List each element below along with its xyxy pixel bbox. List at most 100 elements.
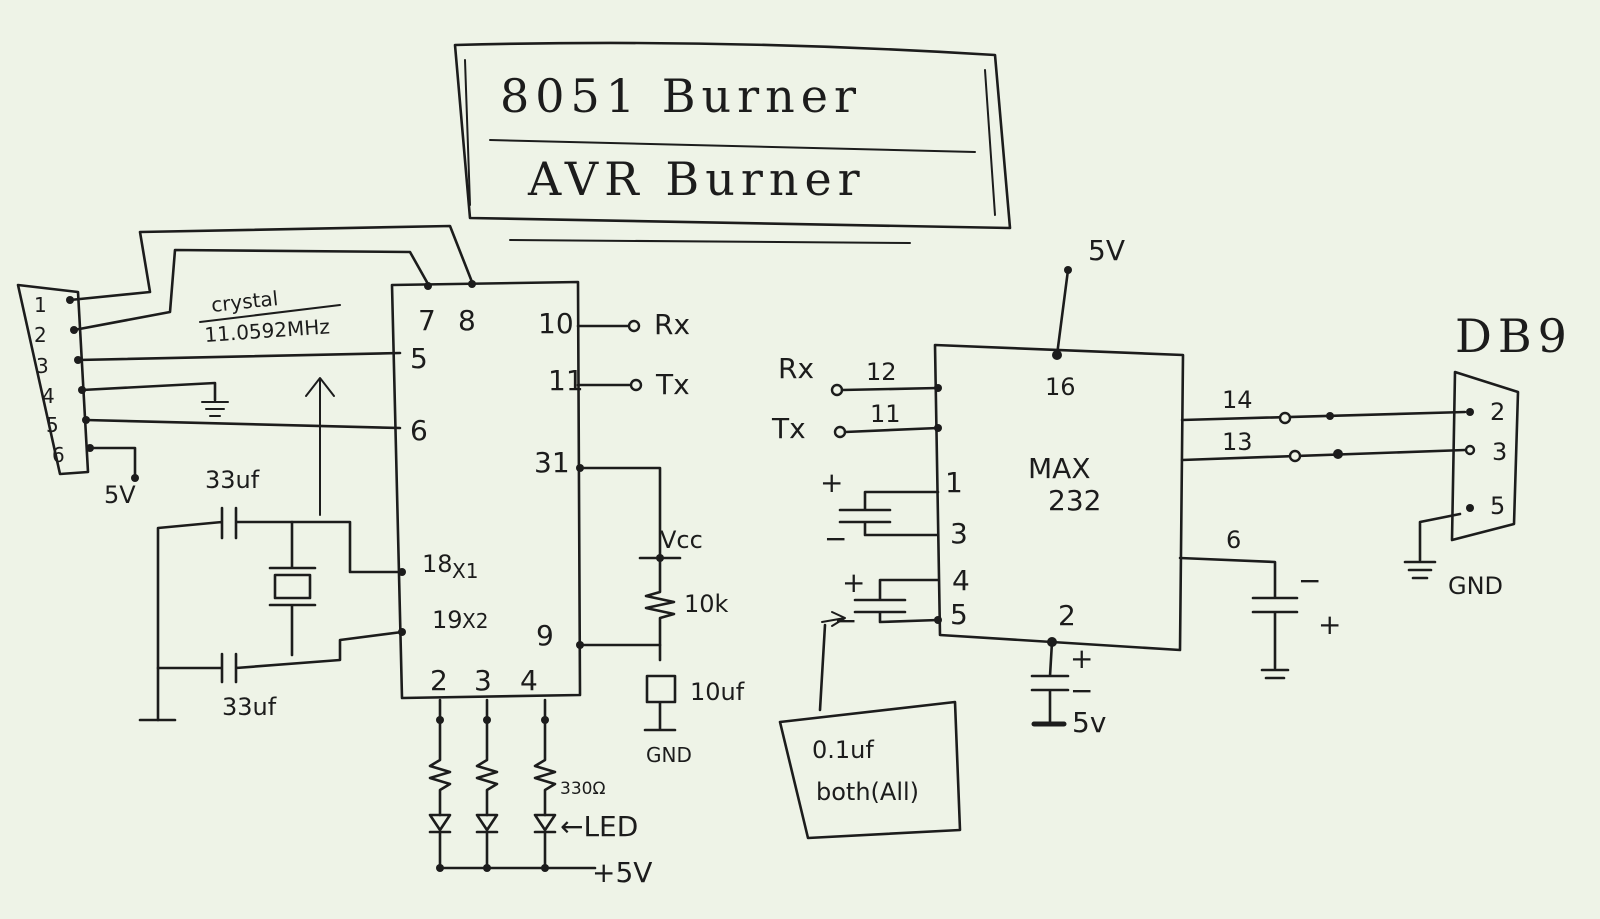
header-outline — [16, 283, 90, 476]
reset-capacitor — [643, 674, 677, 732]
max232-name-line1: MAX — [1028, 452, 1091, 485]
mcu-tx-terminal — [629, 378, 643, 392]
max232-tx-terminal — [833, 425, 847, 439]
mcu-pin8-dot — [468, 280, 476, 288]
max232-cap-pin6-plus: + — [1318, 608, 1341, 641]
mcu-pin-9: 9 — [536, 619, 554, 652]
led2-diode — [475, 813, 499, 870]
led3-bottom-dot — [541, 864, 549, 872]
mcu-pin-7: 7 — [418, 304, 436, 337]
max232-pin-5: 5 — [950, 598, 968, 631]
wire-pin31-to-vcc — [578, 466, 662, 557]
max232-pin-13: 13 — [1222, 428, 1253, 456]
crystal-circuit: crystal 11.0592MHz 33uf 33uf — [138, 286, 406, 722]
title-line-2: AVR Burner — [527, 152, 866, 206]
led-indicators: 330Ω ←LED +5V — [428, 698, 652, 889]
reset-circuit: Vcc 10k 10uf GND — [576, 464, 745, 767]
header-pin-2: 2 — [34, 323, 47, 347]
max232-c2-arrow — [821, 611, 846, 627]
max232-name-line2: 232 — [1048, 484, 1101, 517]
crystal-symbol — [268, 520, 317, 657]
header-pin-3: 3 — [36, 354, 49, 378]
title-frame-outer — [453, 41, 1012, 230]
db9-name: DB9 — [1455, 309, 1573, 363]
serial-lines: 14 13 — [1180, 386, 1467, 463]
mcu-pin19-dot — [398, 628, 406, 636]
max232-c1-minus: − — [824, 522, 847, 555]
header-5v-dot — [131, 474, 139, 482]
max232-body — [933, 343, 1185, 652]
programming-header: 1 2 3 4 5 6 5V — [16, 224, 474, 509]
crystal-pointer-arrow — [305, 377, 335, 516]
wire-pin14-to-db9-2 — [1180, 410, 1467, 422]
mcu-pin18-dot — [398, 568, 406, 576]
crystal-cap-top — [156, 506, 404, 722]
led3-diode — [533, 813, 557, 870]
mcu-pin-2: 2 — [430, 664, 448, 697]
mcu-rx-terminal — [627, 319, 641, 333]
reset-capacitor-label: 10uf — [690, 678, 745, 706]
reset-gnd-label: GND — [646, 743, 692, 767]
led3-resistor — [533, 698, 557, 817]
db9-ground-wire — [1403, 512, 1462, 580]
max232-cap-pin6 — [1178, 556, 1299, 680]
wire-pin13-to-db9-3 — [1180, 448, 1467, 462]
led-resistor-label: 330Ω — [560, 779, 605, 799]
mcu-pin-6: 6 — [410, 414, 428, 447]
title-divider — [489, 139, 976, 153]
max232-cap-pin6-minus: − — [1298, 564, 1321, 597]
header-pin-5: 5 — [46, 413, 59, 437]
max232-cap-c2 — [853, 578, 940, 624]
wire-max232-pin12 — [840, 386, 940, 392]
db9-pin-2: 2 — [1490, 398, 1505, 426]
max232-tx-label: Tx — [771, 412, 806, 445]
max232: MAX 232 5V 16 Rx 12 Tx 11 1 3 + − 4 5 + … — [771, 234, 1341, 840]
wire-header5-to-mcu6 — [84, 418, 402, 430]
wire-header3-to-mcu5 — [76, 351, 402, 362]
mcu-pin-8: 8 — [458, 304, 476, 337]
title-frame-inner-left — [464, 59, 471, 206]
capacitor-note-line1: 0.1uf — [812, 736, 874, 764]
wire-max232-pin11 — [843, 426, 940, 434]
crystal-cap-bottom-label: 33uf — [222, 693, 277, 721]
pin13-terminal — [1288, 449, 1302, 463]
max232-c2-minus: − — [834, 604, 857, 637]
led1-diode — [428, 813, 452, 870]
title-line-1: 8051 Burner — [500, 69, 862, 123]
crystal-cap-top-label: 33uf — [205, 466, 260, 494]
max232-cap-c1 — [838, 490, 940, 537]
max232-pin-1: 1 — [945, 466, 963, 499]
db9-connector: DB9 2 3 5 GND — [1403, 309, 1573, 600]
mcu-tx-label: Tx — [655, 368, 690, 401]
crystal-label-underline — [199, 304, 341, 323]
led-label: ←LED — [560, 810, 638, 843]
db9-pin-3: 3 — [1492, 438, 1507, 466]
mcu-8051: 7 8 10 11 5 6 31 18 X1 19 X2 9 2 3 4 Rx … — [390, 280, 690, 700]
mcu-pin-11: 11 — [548, 364, 584, 397]
led1-resistor — [428, 698, 452, 817]
db9-pin-5: 5 — [1490, 492, 1505, 520]
mcu-pin-19: 19 — [432, 606, 463, 634]
mcu-pin-4: 4 — [520, 664, 538, 697]
reset-resistor-label: 10k — [684, 590, 729, 618]
max232-pin11-dot — [934, 424, 942, 432]
header-pin-4: 4 — [42, 384, 55, 408]
mcu-pin-3: 3 — [474, 664, 492, 697]
max232-supply-label: 5V — [1088, 234, 1125, 267]
vcc-dot — [656, 554, 664, 562]
mcu-pin-18-name: X1 — [452, 559, 478, 583]
max232-cap-pin2-supply: 5v — [1072, 706, 1106, 739]
max232-pin5-dot — [934, 616, 942, 624]
mcu-rx-label: Rx — [654, 308, 690, 341]
max232-pin-16: 16 — [1045, 373, 1076, 401]
capacitor-note-box — [778, 700, 962, 840]
capacitor-note-line2: both(All) — [816, 778, 919, 806]
max232-pin12-dot — [934, 384, 942, 392]
max232-pin16-dot — [1052, 350, 1062, 360]
db9-gnd-label: GND — [1448, 572, 1503, 600]
pin14-junction — [1326, 412, 1334, 420]
pin14-terminal — [1278, 411, 1292, 425]
title-underline — [509, 239, 911, 244]
led2-resistor — [475, 698, 499, 817]
